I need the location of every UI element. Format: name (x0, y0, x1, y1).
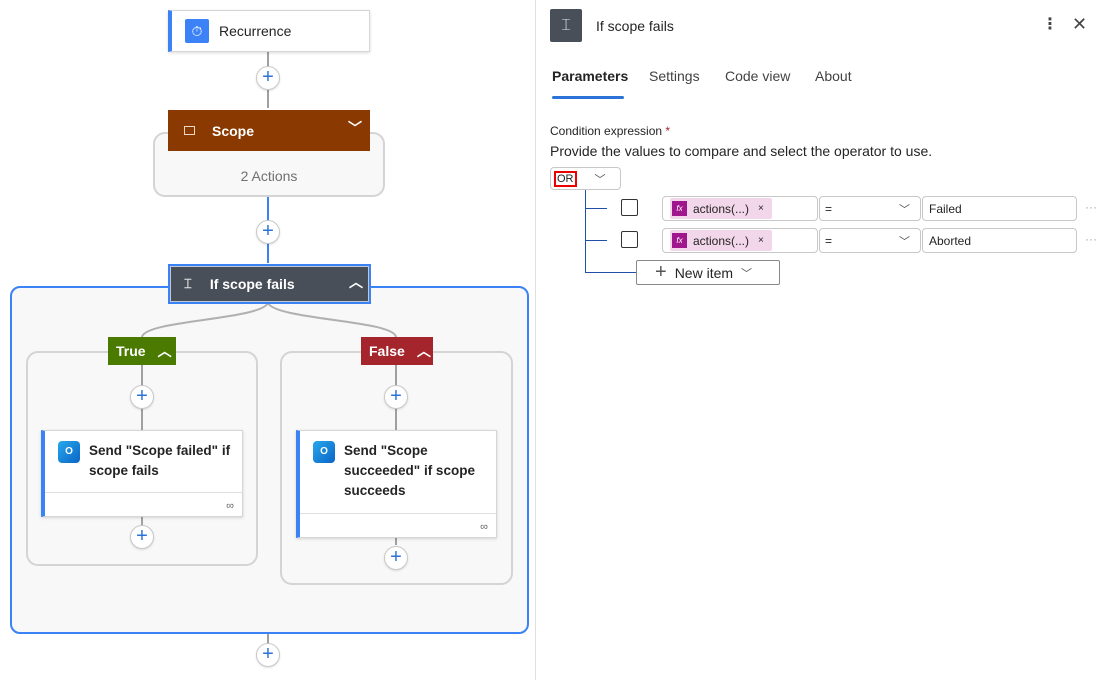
divider (300, 513, 496, 514)
left-operand-field[interactable]: fx actions(...) × (662, 228, 818, 253)
add-action-button[interactable]: + (384, 385, 408, 409)
value-text: Failed (929, 201, 962, 216)
panel-title[interactable]: If scope fails (596, 18, 674, 34)
add-action-button[interactable]: + (384, 546, 408, 570)
chevron-up-icon[interactable]: ︿ (157, 343, 172, 359)
more-options-icon[interactable]: ⋮ (1042, 16, 1058, 33)
scope-summary[interactable]: 2 Actions (240, 168, 298, 184)
expression-token[interactable]: fx actions(...) × (670, 230, 772, 251)
token-label: actions(...) (693, 233, 750, 248)
field-description: Provide the values to compare and select… (550, 143, 933, 159)
close-icon[interactable]: ✕ (1072, 14, 1088, 34)
condition-icon: ⌶ (184, 276, 192, 291)
link-icon: ∞ (480, 521, 488, 533)
chevron-down-icon: ﹀ (899, 203, 910, 216)
false-branch-badge[interactable]: False ︿ (361, 337, 433, 365)
condition-header[interactable]: ⌶ If scope fails ︿ (168, 264, 371, 304)
action-card-send-failed[interactable]: O Send "Scope failed" if scope fails ∞ (41, 430, 243, 517)
remove-token-icon[interactable]: × (758, 203, 764, 214)
add-action-button[interactable]: + (130, 525, 154, 549)
action-card-send-succeeded[interactable]: O Send "Scope succeeded" if scope succee… (296, 430, 497, 538)
row-more-icon[interactable]: ··· (1085, 232, 1097, 246)
chevron-down-icon: ﹀ (899, 235, 910, 248)
chevron-down-icon: ﹀ (741, 267, 753, 280)
details-panel: ⌶ If scope fails ⋮ ✕ Parameters Settings… (536, 0, 1110, 680)
operator-value: OR (554, 170, 577, 187)
right-operand-field[interactable]: Aborted (922, 228, 1077, 253)
row-more-icon[interactable]: ··· (1085, 200, 1097, 214)
tab-code-view[interactable]: Code view (725, 68, 791, 84)
comparison-operator-dropdown[interactable]: = ﹀ (819, 228, 921, 253)
connector (267, 633, 269, 645)
field-label: Condition expression * (550, 124, 670, 138)
tab-settings[interactable]: Settings (649, 68, 700, 84)
scope-icon (184, 126, 195, 135)
row-checkbox[interactable] (621, 231, 638, 248)
value-text: Aborted (929, 233, 972, 248)
token-label: actions(...) (693, 201, 750, 216)
chevron-down-icon: ﹀ (594, 173, 606, 186)
new-item-label: New item (674, 264, 734, 281)
trigger-card-recurrence[interactable]: ⏱ Recurrence (168, 10, 370, 52)
chevron-down-icon[interactable]: ﹀ (348, 120, 362, 136)
comparison-operator-dropdown[interactable]: = ﹀ (819, 196, 921, 221)
false-label: False (369, 343, 405, 359)
designer-canvas: ⏱ Recurrence + 2 Actions Scope ﹀ + ⌶ If … (0, 0, 536, 680)
required-mark: * (665, 124, 671, 138)
trigger-title: Recurrence (219, 23, 292, 39)
true-branch-badge[interactable]: True ︿ (108, 337, 176, 365)
divider (45, 492, 242, 493)
tree-line (585, 272, 637, 273)
alarm-clock-icon: ⏱ (185, 19, 209, 43)
add-action-button[interactable]: + (256, 66, 280, 90)
new-item-button[interactable]: + New item ﹀ (636, 260, 780, 285)
condition-icon: ⌶ (550, 9, 582, 42)
action-title: Send "Scope succeeded" if scope succeeds (344, 443, 475, 498)
add-action-button[interactable]: + (256, 220, 280, 244)
expression-token[interactable]: fx actions(...) × (670, 198, 772, 219)
outlook-icon: O (58, 441, 80, 463)
tree-line (585, 240, 607, 241)
scope-header[interactable]: Scope ﹀ (168, 110, 370, 151)
branch-connectors (141, 302, 397, 338)
operator-label: = (825, 201, 833, 216)
tab-parameters[interactable]: Parameters (552, 68, 629, 84)
tree-line (585, 208, 607, 209)
outlook-icon: O (313, 441, 335, 463)
chevron-up-icon[interactable]: ︿ (349, 274, 363, 290)
action-title: Send "Scope failed" if scope fails (89, 443, 231, 478)
active-tab-indicator (552, 96, 624, 99)
field-label-text: Condition expression (550, 124, 663, 138)
function-icon: fx (672, 201, 687, 216)
true-label: True (116, 343, 146, 359)
scope-title: Scope (212, 122, 255, 139)
operator-label: = (825, 233, 833, 248)
function-icon: fx (672, 233, 687, 248)
add-action-button[interactable]: + (130, 385, 154, 409)
plus-icon: + (655, 261, 667, 283)
tab-about[interactable]: About (815, 68, 852, 84)
tree-line (585, 190, 586, 272)
add-action-button[interactable]: + (256, 643, 280, 667)
row-checkbox[interactable] (621, 199, 638, 216)
right-operand-field[interactable]: Failed (922, 196, 1077, 221)
remove-token-icon[interactable]: × (758, 235, 764, 246)
left-operand-field[interactable]: fx actions(...) × (662, 196, 818, 221)
link-icon: ∞ (226, 500, 234, 512)
chevron-up-icon[interactable]: ︿ (416, 343, 431, 359)
group-operator-dropdown[interactable]: OR ﹀ (550, 167, 621, 190)
condition-title: If scope fails (209, 276, 295, 292)
